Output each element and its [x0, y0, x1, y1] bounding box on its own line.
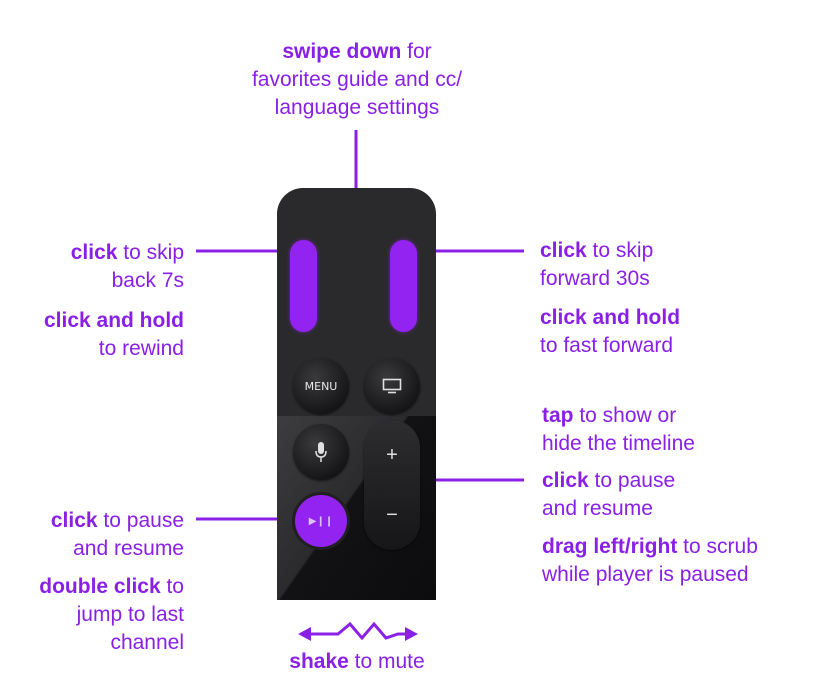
tv-icon	[382, 378, 402, 394]
siri-button[interactable]	[293, 424, 349, 480]
skip-forward-label: click to skip forward 30s	[540, 239, 654, 290]
double-click-label: double click to jump to last channel	[39, 575, 184, 654]
menu-button-label: MENU	[304, 379, 338, 393]
skip-back-label: click to skip back 7s	[70, 241, 184, 292]
shake-label: shake to mute	[289, 650, 425, 673]
menu-button[interactable]: MENU	[293, 358, 349, 414]
volume-rocker[interactable]: + −	[364, 420, 420, 550]
volume-down-icon[interactable]: −	[386, 504, 398, 526]
fast-forward-label: click and hold to fast forward	[540, 306, 681, 357]
swipe-down-label: swipe down for favorites guide and cc/ l…	[251, 40, 463, 119]
scrub-label: drag left/right to scrub while player is…	[542, 535, 758, 586]
right-pause-label: click to pause and resume	[542, 469, 676, 520]
left-pause-label: click to pause and resume	[50, 509, 184, 560]
timeline-label: tap to show or hide the timeline	[542, 404, 695, 455]
shake-arrow	[298, 621, 418, 641]
microphone-icon	[315, 442, 327, 462]
play-pause-icon: ▶❙❙	[308, 515, 334, 527]
right-touch-indicator	[390, 240, 417, 332]
play-pause-button[interactable]: ▶❙❙	[295, 495, 347, 547]
left-touch-indicator	[290, 240, 317, 332]
volume-up-icon[interactable]: +	[386, 444, 398, 466]
tv-button[interactable]	[364, 358, 420, 414]
rewind-label: click and hold to rewind	[43, 309, 184, 360]
